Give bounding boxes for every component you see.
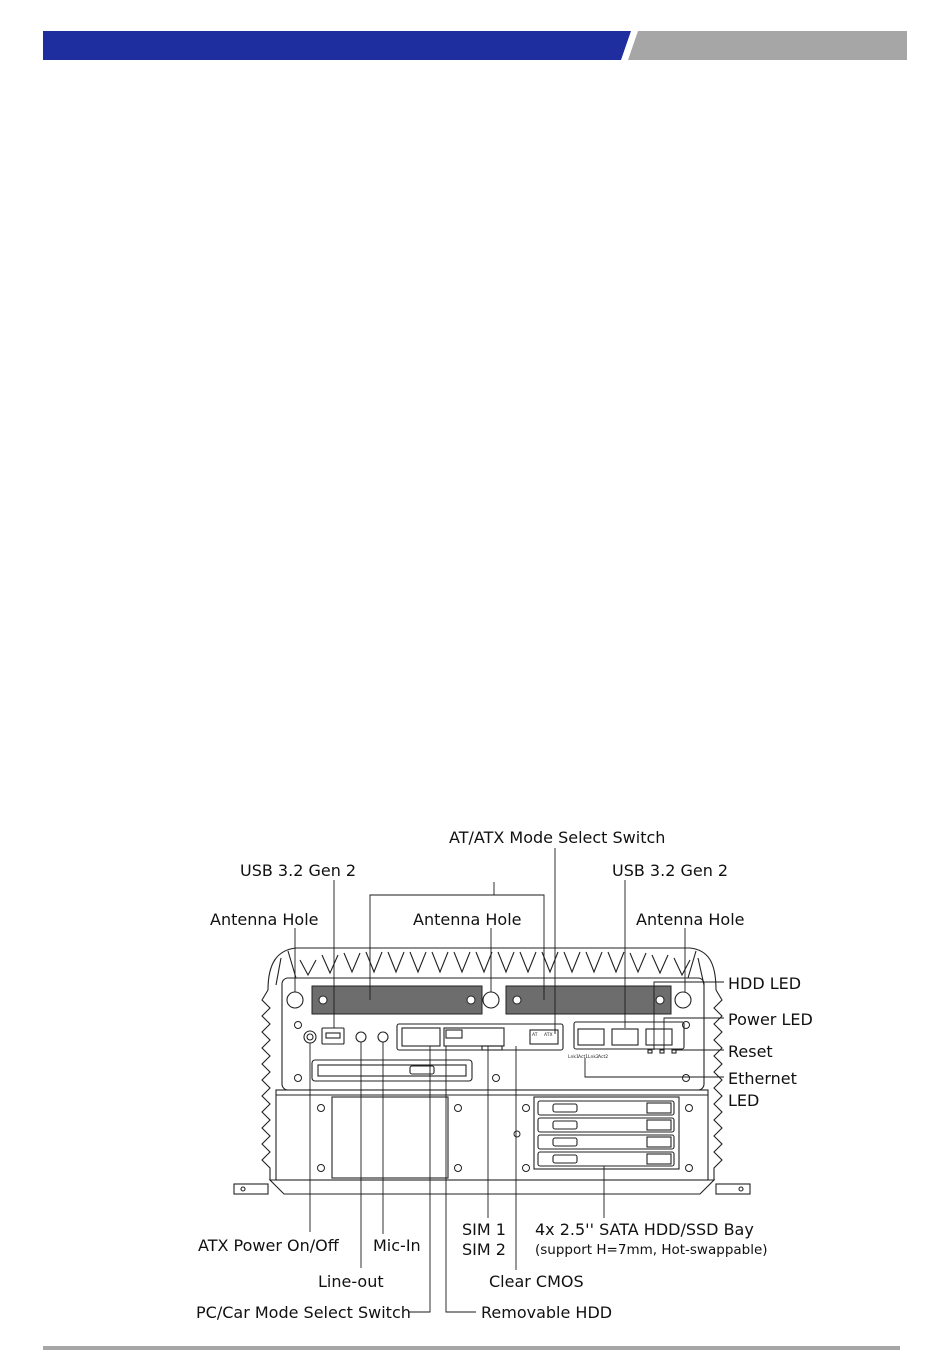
label-antenna-center: Antenna Hole [413, 910, 521, 929]
header-band-blue [43, 31, 631, 60]
lan-led-lnk2: Lnk2 [588, 1054, 599, 1060]
heatsink-fins [275, 950, 705, 986]
label-pc-car-switch: PC/Car Mode Select Switch [196, 1303, 411, 1322]
callout-lines [294, 848, 724, 1313]
footer-rule [43, 1346, 900, 1350]
side-fins-left [261, 989, 271, 1180]
label-usb-left: USB 3.2 Gen 2 [240, 861, 356, 880]
label-usb-right: USB 3.2 Gen 2 [612, 861, 728, 880]
label-sim2: SIM 2 [462, 1240, 506, 1259]
label-ethernet-led-line1: Ethernet [728, 1069, 797, 1088]
label-hdd-led: HDD LED [728, 974, 801, 993]
header-band-gray [628, 31, 907, 60]
sata-bays [537, 1100, 675, 1167]
atx-mark: ATX [544, 1032, 553, 1038]
label-sim1: SIM 1 [462, 1220, 506, 1239]
label-ethernet-led-line2: LED [728, 1091, 759, 1110]
device-front-panel-drawing: AT ATX Lnk1 Act1 Lnk2 Act2 [233, 947, 751, 1195]
label-clear-cmos: Clear CMOS [489, 1272, 584, 1291]
label-sata-bay: 4x 2.5'' SATA HDD/SSD Bay [535, 1220, 754, 1239]
label-sata-bay-note: (support H=7mm, Hot-swappable) [535, 1242, 768, 1258]
lan-led-act1: Act1 [578, 1054, 588, 1060]
label-line-out: Line-out [318, 1272, 384, 1291]
label-removable-hdd: Removable HDD [481, 1303, 612, 1322]
side-fins-right [713, 989, 723, 1180]
lan-led-lnk1: Lnk1 [568, 1054, 579, 1060]
label-at-atx-switch: AT/ATX Mode Select Switch [449, 828, 665, 847]
callout-labels: AT/ATX Mode Select Switch USB 3.2 Gen 2 … [196, 828, 813, 1322]
label-antenna-left: Antenna Hole [210, 910, 318, 929]
label-reset: Reset [728, 1042, 773, 1061]
label-power-led: Power LED [728, 1010, 813, 1029]
lan-led-act2: Act2 [598, 1054, 608, 1060]
label-antenna-right: Antenna Hole [636, 910, 744, 929]
label-mic-in: Mic-In [373, 1236, 421, 1255]
label-atx-power: ATX Power On/Off [198, 1236, 340, 1255]
at-mark: AT [532, 1032, 538, 1038]
